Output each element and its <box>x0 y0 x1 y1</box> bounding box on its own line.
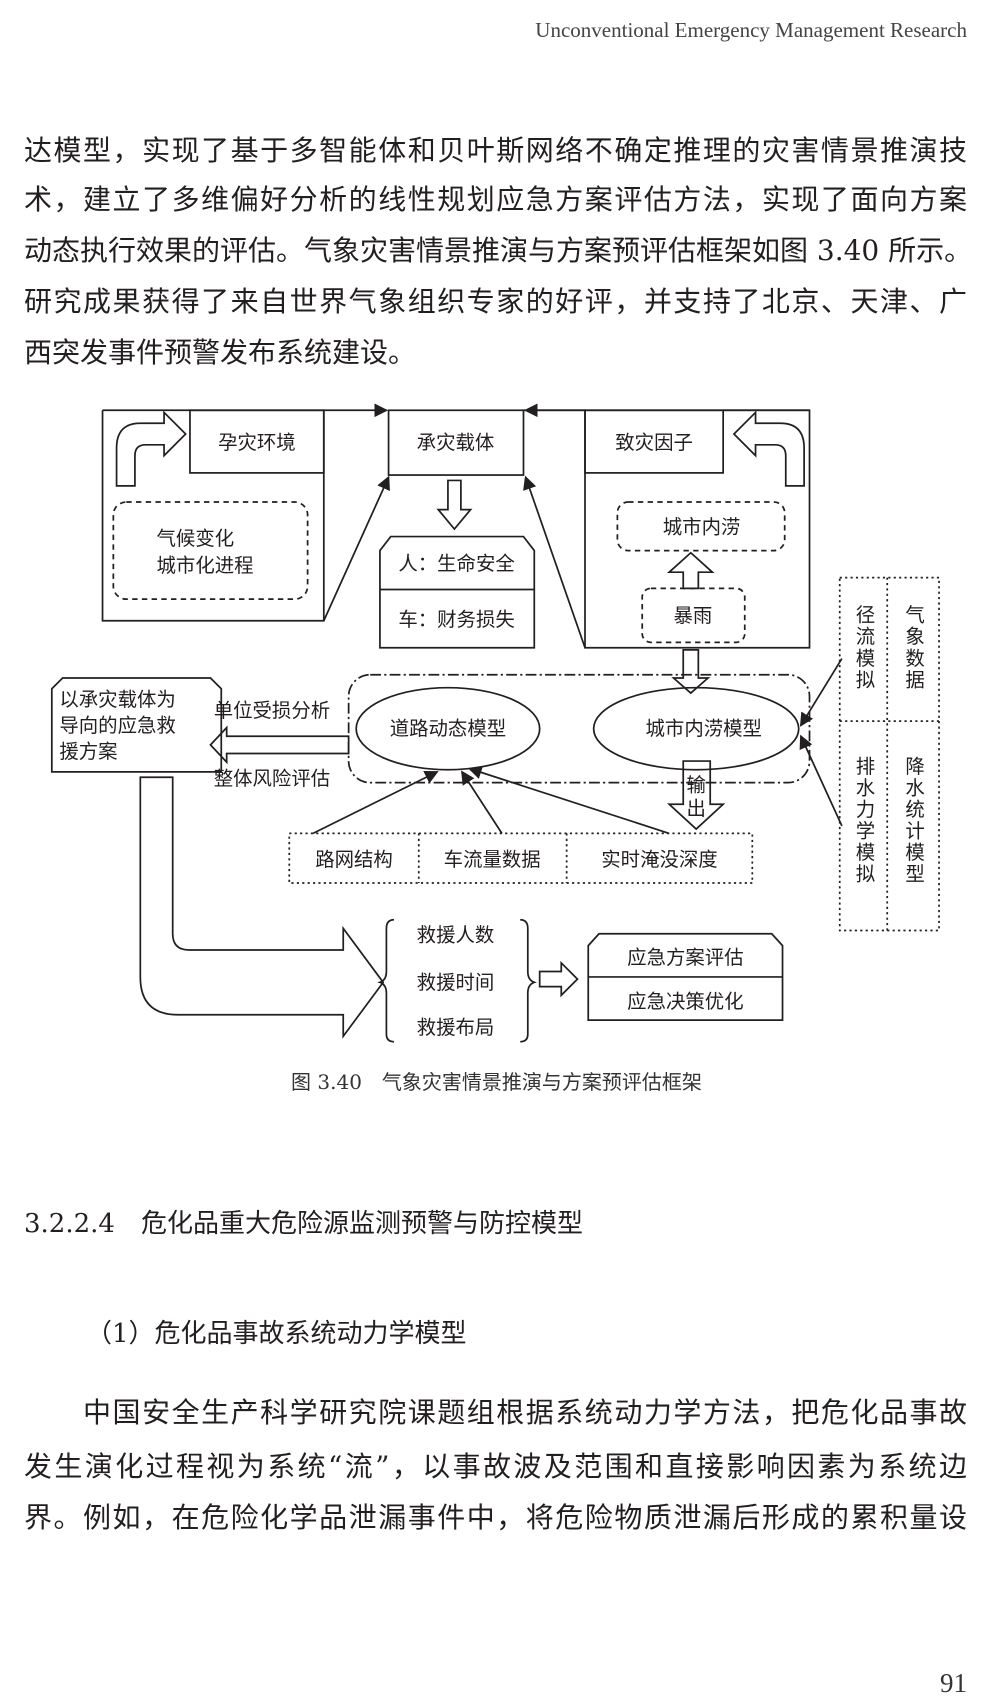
output-label: 输 <box>686 773 705 796</box>
text-line: 西突发事件预警发布系统建设。 <box>24 336 417 369</box>
text-line: 中国安全生产科学研究院课题组根据系统动力学方法，把危化品事故 <box>24 1396 967 1429</box>
env-label: 孕灾环境 <box>218 431 296 454</box>
climate-label: 气候变化 <box>157 527 235 550</box>
data-grid <box>838 576 940 932</box>
up-arrow-icon <box>666 551 715 590</box>
flood-model-label: 城市内涝模型 <box>646 717 762 740</box>
running-header: Unconventional Emergency Management Rese… <box>535 18 967 42</box>
climate-box <box>112 501 309 601</box>
unit-loss-label: 单位受损分析 <box>214 699 330 722</box>
carrier-label: 承灾载体 <box>417 431 495 454</box>
hazard-label: 致灾因子 <box>615 431 693 454</box>
input-box <box>288 832 754 884</box>
loss-box <box>379 535 536 649</box>
decision-opt-label: 应急决策优化 <box>627 990 743 1013</box>
waterlogging-label: 城市内涝 <box>663 515 741 538</box>
traffic-label: 车流量数据 <box>444 848 541 871</box>
plan-label: 以承灾载体为 <box>59 688 175 711</box>
plan-label: 导向的应急救 <box>59 714 175 737</box>
evaluation-box <box>587 932 784 1021</box>
waterlogging-box <box>616 501 786 552</box>
env-box <box>189 409 325 474</box>
vehicle-label: 车：财务损失 <box>398 608 514 631</box>
carrier-box <box>387 409 525 476</box>
section-heading: 3.2.2.4 危化品重大危险源监测预警与防控模型 <box>24 1209 583 1239</box>
drainage-label: 排水力学模拟 <box>852 756 875 885</box>
output-label: 出 <box>686 797 705 820</box>
text-line: 达模型，实现了基于多智能体和贝叶斯网络不确定推理的灾害情景推演技 <box>24 134 967 167</box>
hazard-frame <box>584 409 811 649</box>
plan-eval-label: 应急方案评估 <box>627 946 743 969</box>
left-arrow-icon <box>209 725 350 765</box>
text-line: 研究成果获得了来自世界气象组织专家的好评，并支持了北京、天津、广 <box>24 285 967 318</box>
environment-frame <box>101 410 325 622</box>
flood-model-ellipse <box>592 686 800 771</box>
text-line: 界。例如，在危险化学品泄漏事件中，将危险物质泄漏后形成的累积量设 <box>24 1501 967 1534</box>
depth-label: 实时淹没深度 <box>601 848 717 871</box>
precip-label: 降水统计模型 <box>902 756 925 885</box>
text-line: 发生演化过程视为系统“流”，以事故波及范围和直接影响因素为系统边 <box>24 1450 967 1483</box>
u-arrow-icon <box>139 776 385 1039</box>
text-line: 动态执行效果的评估。气象灾害情景推演与方案预评估框架如图 3.40 所示。 <box>24 234 973 267</box>
rescue-time-label: 救援时间 <box>417 971 495 994</box>
curved-arrow-icon <box>732 410 805 487</box>
meteo-label: 气象数据 <box>902 605 925 691</box>
plan-box <box>50 677 223 773</box>
plan-label: 援方案 <box>59 740 117 763</box>
overall-risk-label: 整体风险评估 <box>214 767 330 790</box>
rainstorm-box <box>641 587 746 644</box>
urbanization-label: 城市化进程 <box>157 554 254 577</box>
curved-arrow-icon <box>115 410 187 487</box>
road-net-label: 路网结构 <box>315 848 393 871</box>
down-arrow-icon <box>436 479 473 531</box>
people-label: 人：生命安全 <box>398 552 514 575</box>
rescue-layout-label: 救援布局 <box>417 1016 495 1039</box>
text-line: 术，建立了多维偏好分析的线性规划应急方案评估方法，实现了面向方案 <box>24 183 967 216</box>
right-arrow-icon <box>538 960 579 998</box>
model-container <box>347 673 811 784</box>
road-model-ellipse <box>355 686 541 771</box>
output-arrow-icon <box>666 760 726 831</box>
subheading: （1）危化品事故系统动力学模型 <box>86 1319 467 1349</box>
road-model-label: 道路动态模型 <box>390 717 506 740</box>
figure-caption: 图 3.40 气象灾害情景推演与方案预评估框架 <box>291 1070 702 1094</box>
rainstorm-label: 暴雨 <box>674 604 713 627</box>
page-number: 91 <box>940 1668 967 1698</box>
runoff-label: 径流模拟 <box>852 605 875 691</box>
rescue-people-label: 救援人数 <box>417 923 495 946</box>
